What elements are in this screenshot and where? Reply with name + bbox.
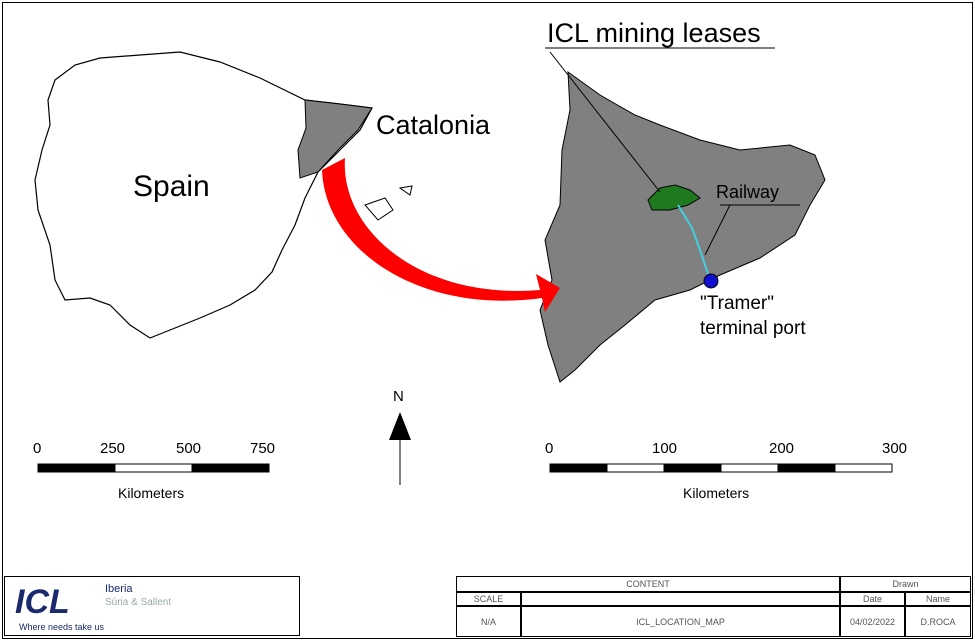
scale-bar-right (549, 463, 893, 473)
railway-line (677, 204, 711, 281)
drawn-header: Drawn (840, 576, 971, 592)
scale-unit: Kilometers (118, 485, 185, 501)
scale-tick: 0 (33, 440, 42, 457)
catalonia-label: Catalonia (376, 110, 491, 140)
north-arrow-icon (389, 412, 411, 440)
scale-bar-left (37, 463, 270, 473)
content-value: ICL_LOCATION_MAP (521, 606, 840, 637)
content-header: CONTENT (456, 576, 840, 592)
scale-tick: 200 (769, 440, 795, 457)
logo-sub2: Súria & Sallent (105, 597, 172, 608)
scale-tick: 250 (100, 440, 126, 457)
railway-leader (704, 204, 731, 256)
port-marker (703, 273, 719, 289)
red-arrow (322, 158, 560, 312)
railway-label: Railway (716, 182, 780, 202)
name-value: D.ROCA (905, 606, 971, 637)
mining-lease-area (647, 184, 701, 211)
scale-tick: 100 (652, 440, 678, 457)
catalonia-small (297, 99, 373, 179)
leases-leader (549, 51, 661, 193)
logo-box: ICL Iberia Súria & Sallent Where needs t… (4, 576, 300, 636)
scale-tick: 750 (250, 440, 276, 457)
name-label: Name (905, 592, 971, 606)
logo-sub1: Iberia (105, 583, 133, 595)
scale-label: SCALE (456, 592, 521, 606)
scale-tick: 0 (545, 440, 554, 457)
date-label: Date (840, 592, 905, 606)
scale-value: N/A (456, 606, 521, 637)
logo-tagline: Where needs take us (19, 622, 105, 632)
date-value: 04/02/2022 (840, 606, 905, 637)
scale-tick: 300 (882, 440, 908, 457)
spain-label: Spain (133, 170, 210, 203)
port-label-1: "Tramer" (700, 293, 775, 314)
north-label: N (393, 388, 404, 405)
scale-unit: Kilometers (683, 485, 750, 501)
logo-brand: ICL (15, 583, 70, 621)
scale-tick: 500 (176, 440, 202, 457)
catalonia-large (539, 70, 826, 383)
iberia-outline (34, 51, 373, 339)
content-blank (521, 592, 840, 606)
leases-label: ICL mining leases (547, 18, 761, 48)
balearic-islands (364, 185, 413, 221)
port-label-2: terminal port (700, 318, 806, 339)
